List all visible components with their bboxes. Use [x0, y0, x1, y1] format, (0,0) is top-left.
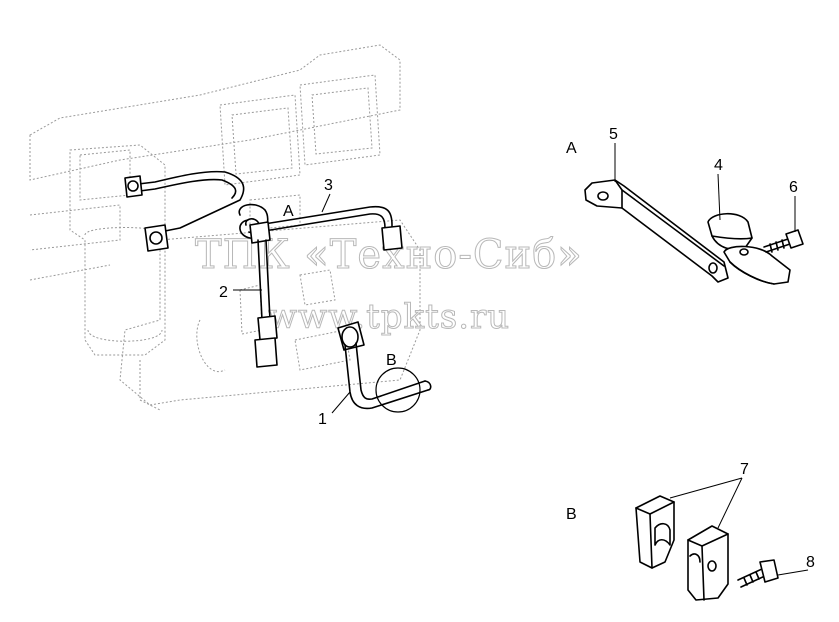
label-view-a-main: A: [283, 203, 294, 220]
pipe-loop-a: [238, 203, 271, 244]
leader-lines: [233, 143, 809, 576]
pipe-3: [129, 170, 403, 251]
bolt-6: [763, 229, 804, 253]
bolt-8: [737, 559, 779, 588]
detail-b-marker-circle: [375, 367, 421, 413]
cushion-7-lower: [687, 525, 729, 601]
filter-fittings: [124, 175, 169, 252]
label-part-7: 7: [740, 461, 749, 478]
label-part-5: 5: [609, 126, 618, 143]
label-part-3: 3: [324, 177, 333, 194]
label-view-a-detail: A: [566, 140, 577, 157]
bracket-5: [584, 179, 729, 283]
label-part-2: 2: [219, 284, 228, 301]
label-view-b-detail: B: [566, 506, 577, 523]
cushion-7-upper: [635, 495, 675, 569]
pipe-2: [254, 239, 278, 368]
clamp-4: [707, 212, 791, 285]
label-view-b-main: B: [386, 352, 397, 369]
engine-ghost-outline: [29, 44, 421, 411]
label-part-8: 8: [806, 554, 815, 571]
label-part-6: 6: [789, 179, 798, 196]
label-part-1: 1: [318, 411, 327, 428]
watermark-url: www.tpkts.ru: [268, 297, 510, 337]
label-part-4: 4: [714, 157, 723, 174]
